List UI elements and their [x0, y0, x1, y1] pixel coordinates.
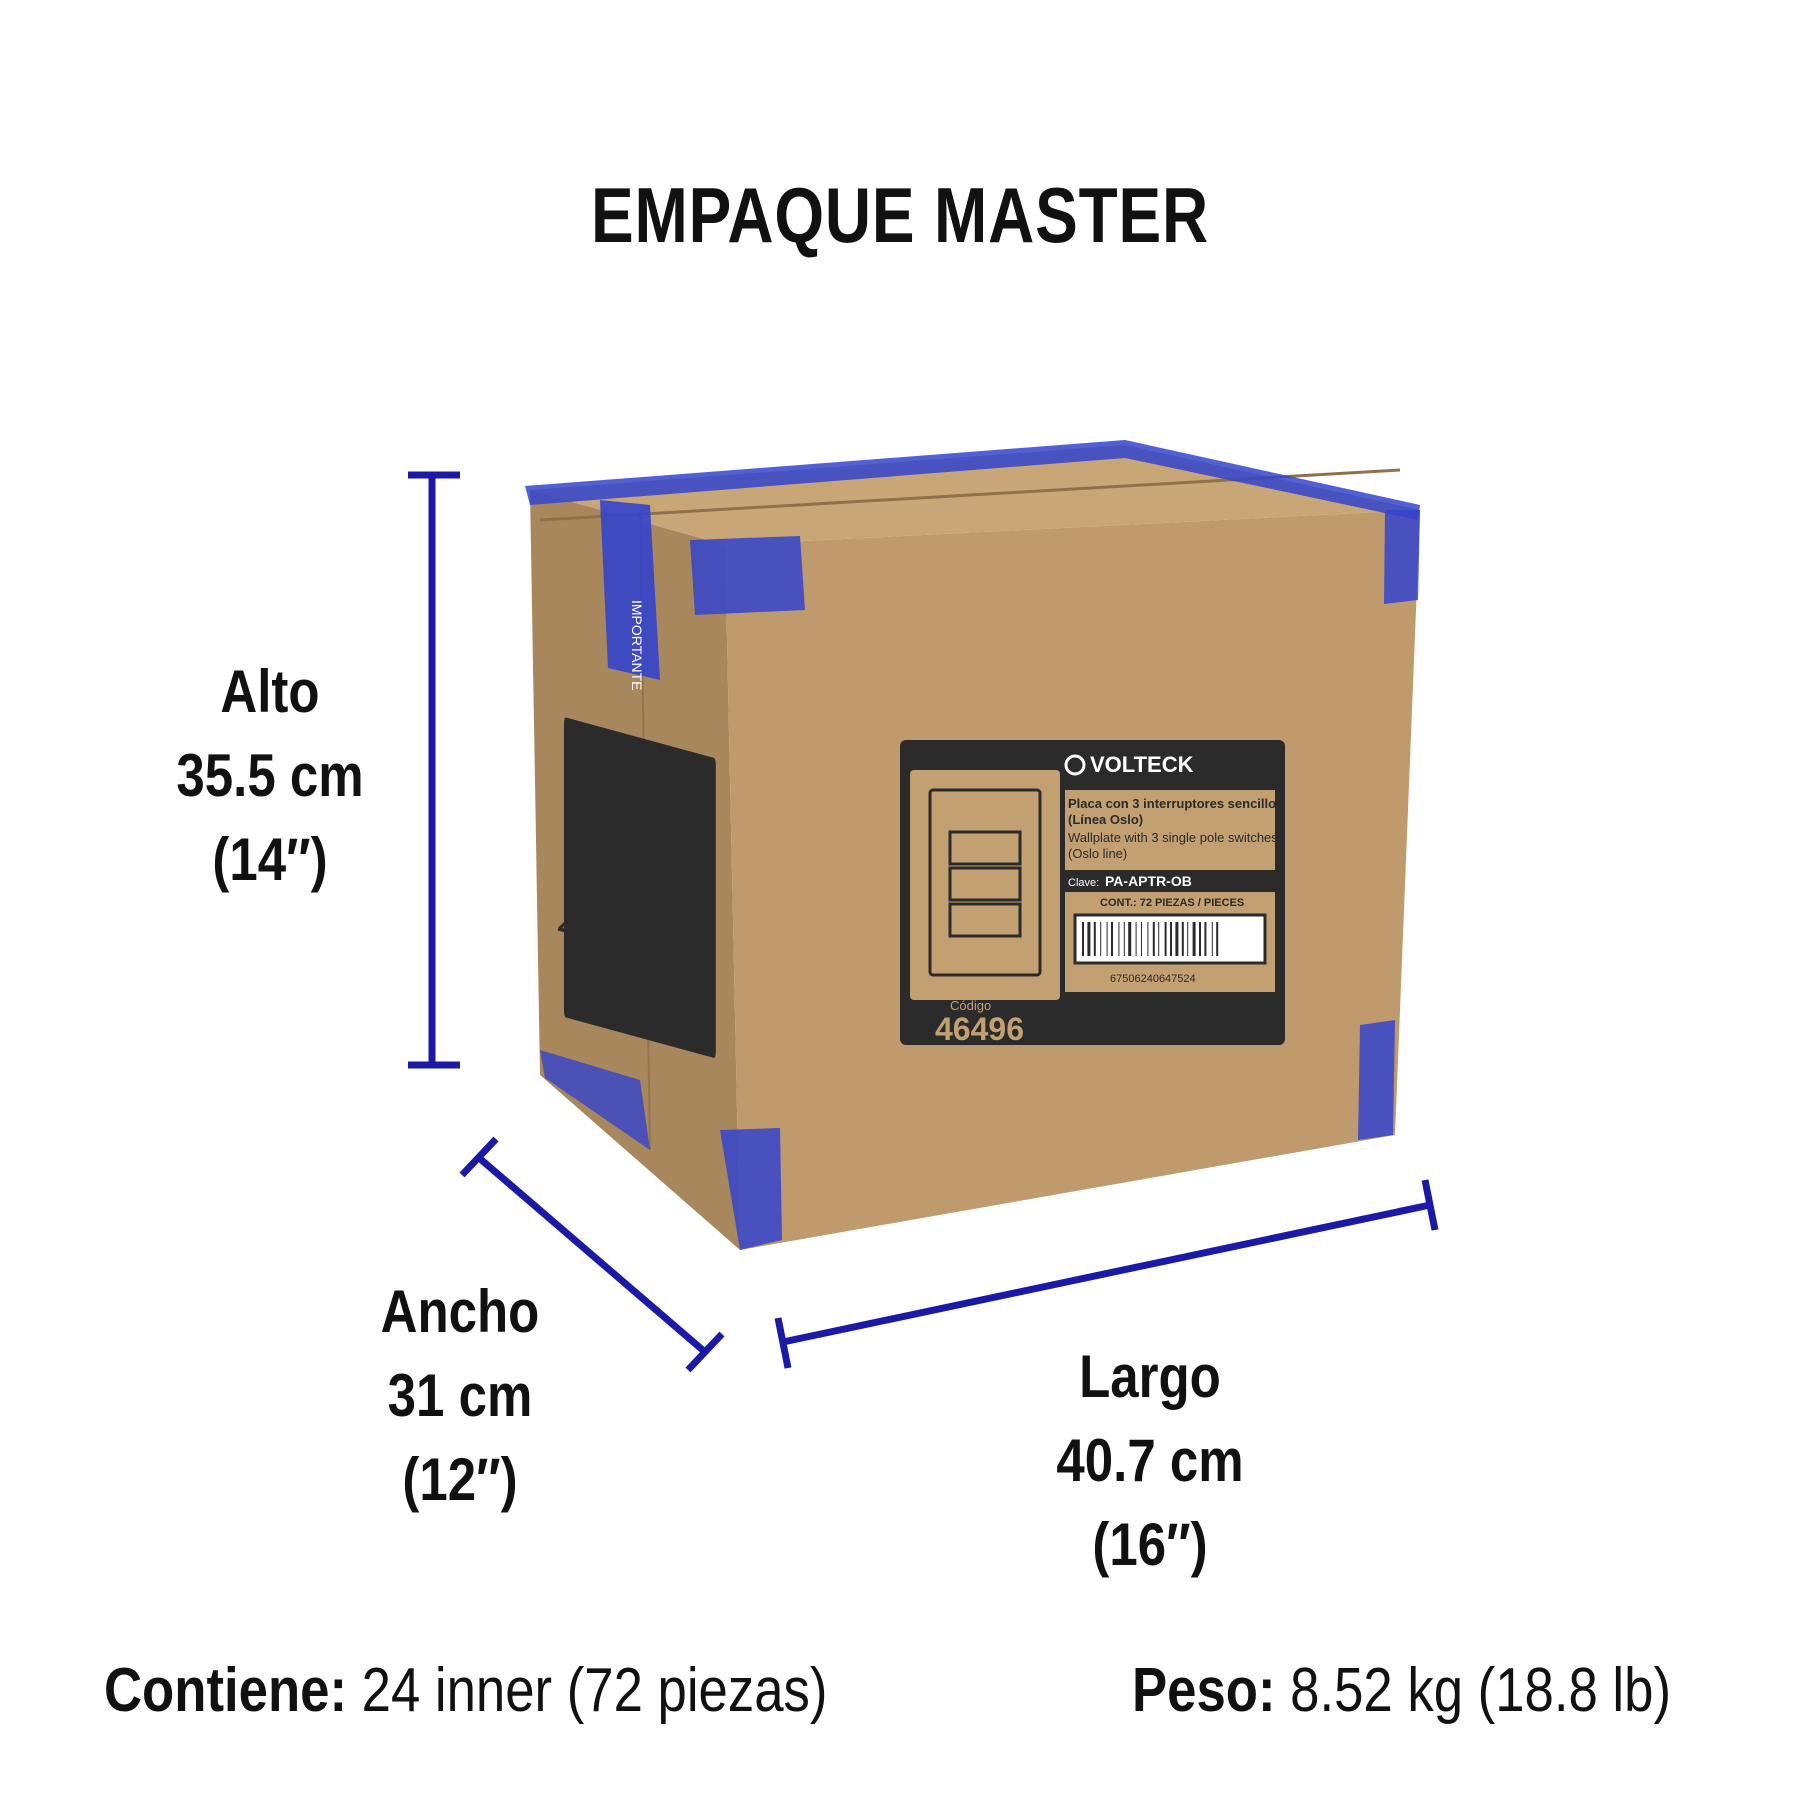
tape-text: IMPORTANTE [629, 600, 645, 691]
barcode-bar [1211, 922, 1213, 956]
height-imperial: (14″) [212, 826, 328, 893]
barcode-bar [1123, 922, 1125, 956]
barcode-bar [1152, 922, 1155, 956]
length-measurement: Largo 40.7 cm (16″) [1014, 1335, 1286, 1587]
label-product-en-1: Wallplate with 3 single pole switches [1068, 830, 1278, 845]
front-label: VOLTECK Placa con 3 interruptores sencil… [900, 740, 1285, 1047]
barcode-bar [1147, 922, 1149, 956]
barcode-bar [1118, 922, 1120, 956]
width-label: Ancho [380, 1278, 540, 1345]
width-metric: 31 cm [387, 1362, 533, 1429]
barcode-bar [1164, 922, 1167, 956]
width-measurement: Ancho 31 cm (12″) [333, 1270, 588, 1522]
barcode-bar [1135, 922, 1137, 956]
barcode-bar [1158, 922, 1160, 956]
width-imperial: (12″) [402, 1446, 518, 1513]
label-product-es-1: Placa con 3 interruptores sencillos [1068, 796, 1283, 811]
barcode-bar [1111, 922, 1113, 956]
height-measurement: Alto 35.5 cm (14″) [143, 650, 398, 902]
label-codigo-value: 46496 [935, 1011, 1024, 1047]
label-product-en-2: (Oslo line) [1068, 846, 1127, 861]
label-product-es-2: (Línea Oslo) [1068, 812, 1143, 827]
barcode-bar [1216, 922, 1219, 956]
barcode-bar [1192, 922, 1196, 956]
switch-3 [948, 902, 1022, 938]
width-dimension-line [459, 1136, 725, 1373]
barcode-bar [1128, 922, 1132, 956]
barcode-bar [1187, 922, 1189, 956]
barcode-bar [1199, 922, 1201, 956]
barcode-bar [1204, 922, 1207, 956]
barcode-bar [1093, 922, 1096, 956]
length-dimension-line [774, 1179, 1439, 1369]
tape-top [525, 440, 1420, 520]
label-brand: VOLTECK [1090, 752, 1194, 777]
tape-corner-bottom-left [720, 1128, 782, 1250]
tape-corner-bottom-right [1358, 1020, 1395, 1140]
barcode-bar [1175, 922, 1179, 956]
volteck-logo-icon [1064, 754, 1086, 776]
contents-key: Contiene: [104, 1656, 347, 1725]
barcode-bars [1082, 922, 1219, 956]
length-label: Largo [1079, 1343, 1221, 1410]
barcode-bar [1087, 922, 1091, 956]
contents-value: 24 inner (72 piezas) [346, 1656, 828, 1725]
label-clave-key: Clave: [1068, 877, 1099, 889]
barcode-bar [1181, 922, 1184, 956]
weight-key: Peso: [1132, 1656, 1276, 1725]
height-metric: 35.5 cm [176, 742, 364, 809]
page-title: EMPAQUE MASTER [591, 171, 1209, 259]
height-label: Alto [220, 658, 320, 725]
label-codigo-key: Código [950, 998, 991, 1013]
shipping-box: IMPORTANTE 46496 VOLTECK Placa con 3 int… [525, 440, 1420, 1250]
label-cont: CONT.: 72 PIEZAS / PIECES [1100, 897, 1244, 909]
length-imperial: (16″) [1092, 1511, 1208, 1578]
side-label [564, 717, 716, 1058]
tape-corner-top-left [690, 536, 805, 615]
length-metric: 40.7 cm [1056, 1427, 1244, 1494]
tape-side-vertical [600, 500, 660, 680]
weight-value: 8.52 kg (18.8 lb) [1275, 1656, 1672, 1725]
height-dimension-line [408, 471, 460, 1069]
barcode-bar [1141, 922, 1142, 956]
contents-info: Contiene: 24 inner (72 piezas) [104, 1655, 827, 1726]
switch-1 [948, 830, 1022, 866]
barcode-bar [1082, 922, 1084, 956]
barcode-bar [1100, 922, 1102, 956]
weight-info: Peso: 8.52 kg (18.8 lb) [1132, 1655, 1671, 1726]
barcode-bar [1106, 922, 1108, 956]
switch-2 [948, 866, 1022, 902]
label-barcode-number: 67506240647524 [1110, 973, 1196, 985]
label-clave-value: PA-APTR-OB [1105, 873, 1192, 889]
tape-side-bottom [540, 1050, 650, 1150]
tape-corner-top-right [1384, 510, 1420, 604]
barcode-bar [1170, 922, 1172, 956]
